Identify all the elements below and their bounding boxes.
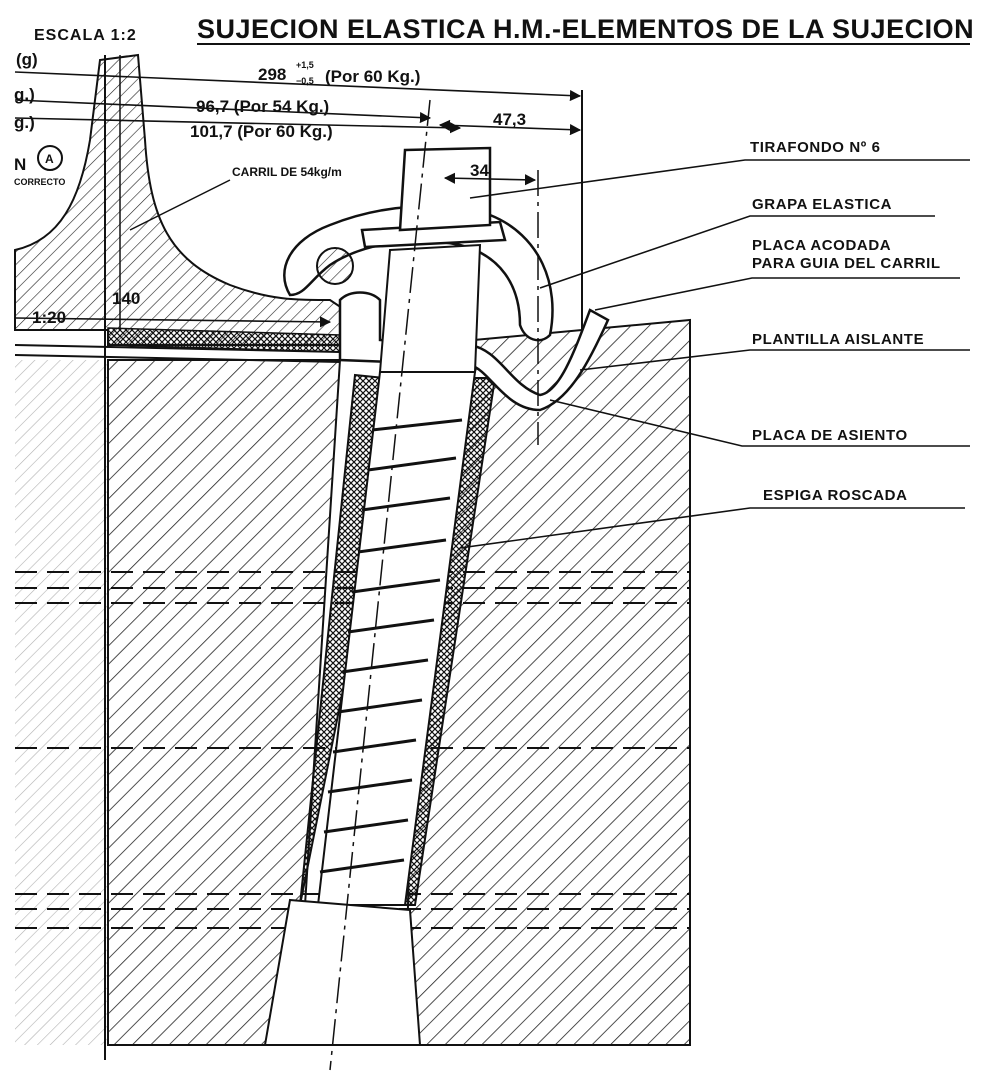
dimension-lines: [14, 71, 582, 328]
dim-101-7: 101,7 (Por 60 Kg.): [190, 122, 333, 141]
label-tirafondo: TIRAFONDO Nº 6: [750, 139, 881, 156]
axis-lines: [329, 99, 539, 1071]
dim-140: 140: [112, 289, 140, 308]
dowel-bottom-plug: [263, 898, 422, 1046]
dim-34: 34: [470, 161, 489, 180]
left-fragment-4: N: [14, 155, 26, 174]
label-placa-asiento: PLACA DE ASIENTO: [752, 427, 908, 444]
label-placa-acodada-2: PARA GUIA DEL CARRIL: [752, 255, 941, 272]
left-fragment-2: g.): [14, 85, 35, 104]
dim-96-7: 96,7 (Por 54 Kg.): [196, 97, 329, 116]
pad-base-line: [14, 344, 341, 353]
dim-47-3: 47,3: [493, 110, 526, 129]
screw-neck: [378, 243, 482, 373]
clip-toe-section: [316, 247, 354, 285]
label-espiga: ESPIGA ROSCADA: [763, 487, 908, 504]
detail-a-letter: A: [45, 152, 54, 166]
label-carril: CARRIL DE 54kg/m: [232, 165, 342, 179]
dim-298-tol-lower: −0,5: [296, 76, 314, 86]
label-plantilla: PLANTILLA AISLANTE: [752, 331, 924, 348]
drawing-title: SUJECION ELASTICA H.M.-ELEMENTOS DE LA S…: [197, 14, 974, 44]
left-fragment-3: g.): [14, 113, 35, 132]
leader-lines: [459, 159, 970, 549]
screw-head: [398, 146, 492, 232]
scale-label: ESCALA 1:2: [34, 27, 137, 44]
label-placa-acodada-1: PLACA ACODADA: [752, 237, 891, 254]
dim-298-note: (Por 60 Kg.): [325, 67, 420, 86]
rail-profile: [14, 53, 347, 346]
left-fragment-5: CORRECTO: [14, 177, 65, 187]
leader-carril: [129, 179, 231, 231]
label-grapa: GRAPA ELASTICA: [752, 196, 892, 213]
screw-threads: [319, 418, 463, 874]
detail-a-circle: [37, 145, 63, 171]
sleeper-top-line: [14, 354, 341, 363]
dim-298: 298: [258, 65, 286, 84]
left-background-section: [15, 360, 108, 1045]
left-fragment-1: (g): [16, 50, 38, 69]
dim-slope: 1:20: [32, 308, 66, 327]
dim-298-tol-upper: +1,5: [296, 60, 314, 70]
